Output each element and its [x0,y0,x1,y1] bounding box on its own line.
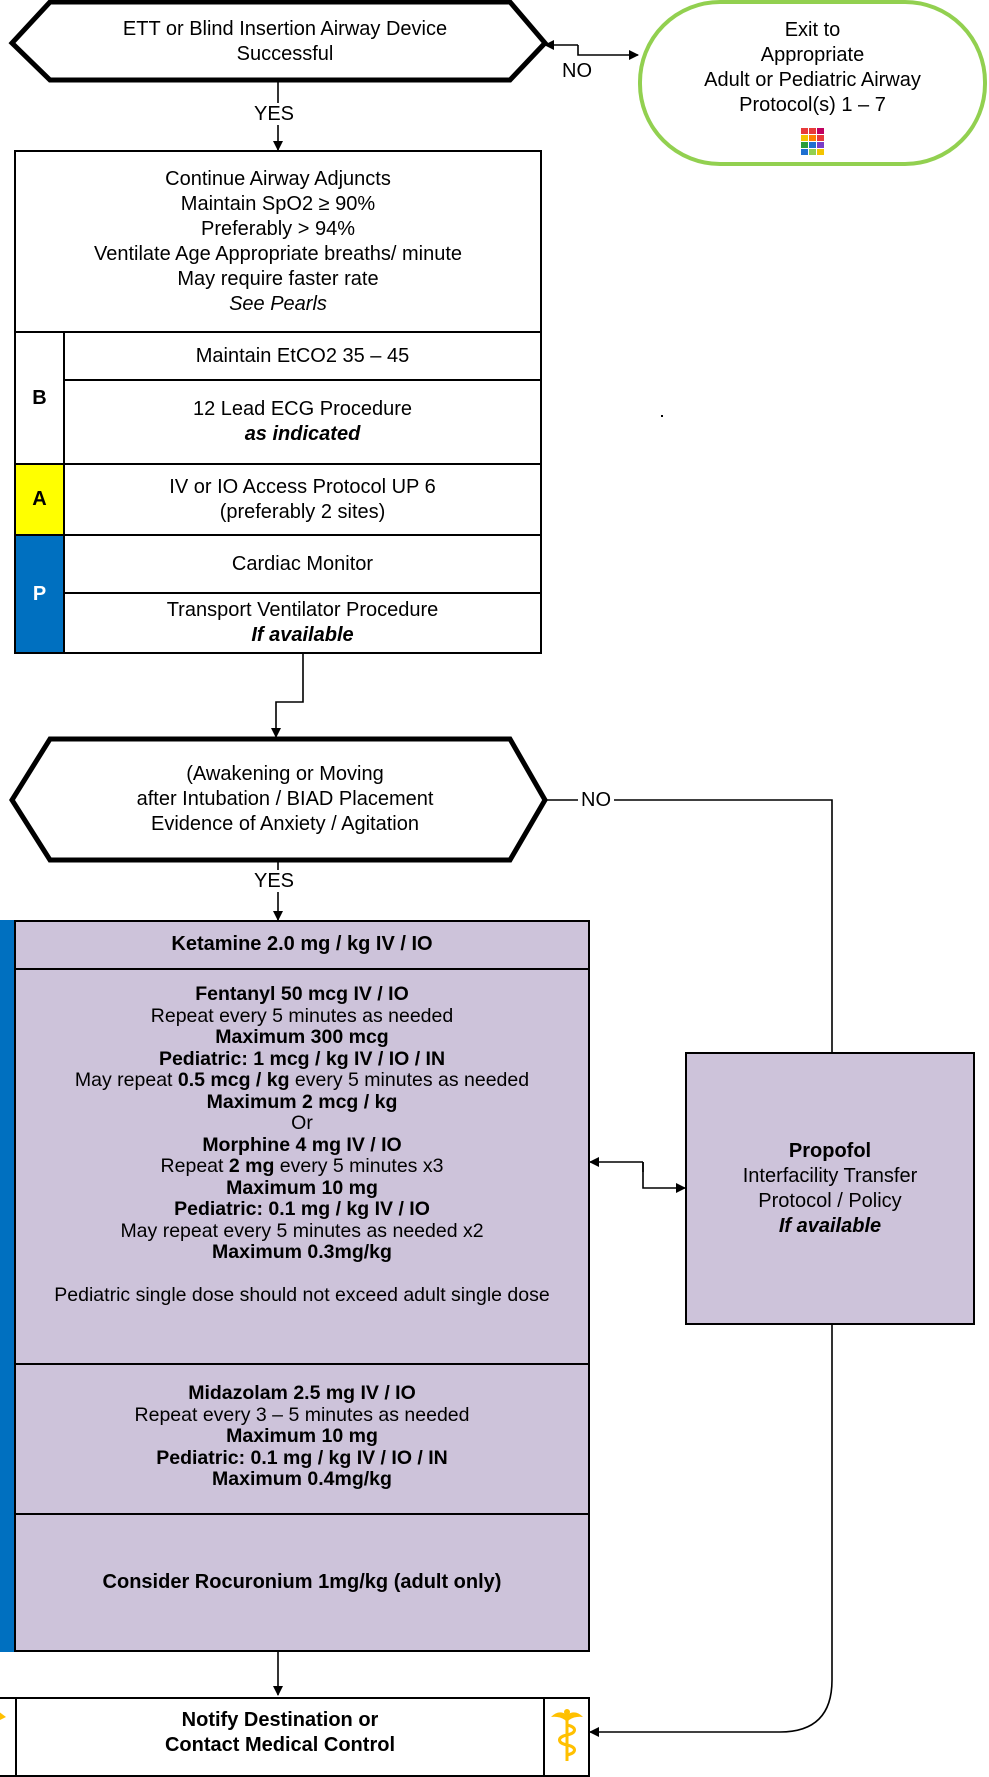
ketamine-step: Ketamine 2.0 mg / kg IV / IO [14,920,590,970]
morphine-l2c: every 5 minutes x3 [274,1155,444,1177]
vent-line1: Transport Ventilator Procedure [166,599,439,621]
ketamine-text: Ketamine 2.0 mg / kg IV / IO [171,933,433,956]
ventilator-step: Transport Ventilator Procedure If availa… [63,592,542,654]
decision2-shape [9,736,548,863]
no-label-2: NO [578,789,614,811]
fentanyl-l2: Repeat every 5 minutes as needed [150,1004,454,1027]
exit-line3: Adult or Pediatric Airway [704,69,921,91]
propofol-box: Propofol Interfacility Transfer Protocol… [685,1052,975,1325]
morphine-l2b: 2 mg [228,1155,275,1177]
cardiac-monitor-step: Cardiac Monitor [63,534,542,594]
notify-l1: Notify Destination or [181,1709,379,1731]
exit-line4: Protocol(s) 1 – 7 [739,94,886,116]
arrow-no-exit [577,45,639,60]
ecg-line2: as indicated [244,423,361,445]
midazolam-l4: Pediatric: 0.1 mg / kg IV / IO / IN [156,1446,448,1469]
continue-line3: Preferably > 94% [201,217,355,240]
yes-label-2: YES [254,870,295,892]
decision2-line2: after Intubation / BIAD Placement [136,787,434,810]
fentanyl-l5b: 0.5 mcg / kg [177,1069,290,1091]
monitor-text: Cardiac Monitor [231,552,374,575]
iv-line2: (preferably 2 sites) [219,500,386,523]
fentanyl-l7: Or [291,1112,313,1134]
arrow-to-propofol [642,1162,686,1193]
exit-shape [638,0,987,166]
fentanyl-l5c: every 5 minutes as needed [289,1069,530,1091]
decision2-line3: Evidence of Anxiety / Agitation [151,812,419,835]
vent-line2: If available [251,624,354,646]
continue-airway-box: Continue Airway Adjuncts Maintain SpO2 ≥… [14,150,542,333]
ecg-step: 12 Lead ECG Procedure as indicated [63,379,542,465]
continue-line4: Ventilate Age Appropriate breaths/ minut… [93,242,463,265]
morphine-l6: Maximum 0.3mg/kg [212,1241,392,1263]
midazolam-l5: Maximum 0.4mg/kg [212,1468,392,1490]
fentanyl-l5a: May repeat [74,1069,178,1091]
decision1-shape [8,0,549,83]
notify-l2: Contact Medical Control [164,1734,395,1756]
arrow-to-decision2 [271,654,304,738]
decision1-line1: ETT or Blind Insertion Airway Device [122,18,448,40]
morphine-l3: Maximum 10 mg [226,1176,378,1199]
no-label-1: NO [562,60,592,82]
exit-line2: Appropriate [760,44,865,66]
line-no-propofol [545,799,833,1052]
exit-text: Exit to Appropriate Adult or Pediatric A… [660,8,965,128]
fentanyl-l6: Maximum 2 mcg / kg [206,1090,398,1113]
fentanyl-l5: May repeat 0.5 mcg / kg every 5 minutes … [16,1069,588,1092]
propofol-l1: Propofol [788,1139,872,1162]
etco2-text: Maintain EtCO2 35 – 45 [195,344,410,367]
pediatric-dose-note: Pediatric single dose should not exceed … [54,1283,550,1306]
decision2-line1: (Awakening or Moving [186,762,384,785]
protocol-grid-icon [801,128,825,156]
etco2-step: Maintain EtCO2 35 – 45 [63,331,542,381]
propofol-l2: Interfacility Transfer [742,1164,918,1187]
caduceus-icon [551,1709,583,1761]
ecg-line1: 12 Lead ECG Procedure [192,398,413,420]
midazolam-l3: Maximum 10 mg [226,1425,378,1447]
continue-line1: Continue Airway Adjuncts [165,167,391,190]
midazolam-l2: Repeat every 3 – 5 minutes as needed [134,1403,470,1426]
fentanyl-l4: Pediatric: 1 mcg / kg IV / IO / IN [158,1047,446,1070]
decision2-text: (Awakening or Moving after Intubation / … [60,758,510,840]
morphine-l5: May repeat every 5 minutes as needed x2 [120,1219,484,1242]
iv-line1: IV or IO Access Protocol UP 6 [169,475,436,498]
yes-label-1: YES [254,103,295,125]
continue-line6: See Pearls [229,292,327,315]
fentanyl-l1: Fentanyl 50 mcg IV / IO [195,983,409,1005]
morphine-l2a: Repeat [160,1155,229,1177]
notify-box: Notify Destination or Contact Medical Co… [15,1697,545,1777]
midazolam-step: Midazolam 2.5 mg IV / IO Repeat every 3 … [14,1363,590,1515]
iv-access-step: IV or IO Access Protocol UP 6 (preferabl… [63,463,542,536]
fentanyl-l3: Maximum 300 mcg [215,1026,389,1048]
notify-right-icon-cell [543,1697,590,1777]
morphine-l1: Morphine 4 mg IV / IO [202,1133,402,1156]
rocuronium-step: Consider Rocuronium 1mg/kg (adult only) [14,1513,590,1652]
propofol-l3: Protocol / Policy [758,1189,902,1212]
level-p-badge: P [14,534,65,654]
decision1-text: ETT or Blind Insertion Airway Device Suc… [60,14,510,70]
level-b-badge: B [14,331,65,465]
stray-dot [661,415,663,417]
morphine-l4: Pediatric: 0.1 mg / kg IV / IO [174,1198,430,1220]
decision1-line2: Successful [236,43,334,65]
rocuronium-text: Consider Rocuronium 1mg/kg (adult only) [102,1571,502,1593]
paramedic-level-bar [0,920,14,1652]
propofol-l4: If available [778,1214,882,1237]
caduceus-icon-left [0,1712,6,1720]
level-a-badge: A [14,463,65,536]
continue-line2: Maintain SpO2 ≥ 90% [180,192,376,215]
arrow-propofol-to-notify [589,1325,833,1737]
exit-line1: Exit to [784,19,841,41]
continue-line5: May require faster rate [177,267,379,290]
fentanyl-morphine-step: Fentanyl 50 mcg IV / IO Repeat every 5 m… [14,968,590,1365]
midazolam-l1: Midazolam 2.5 mg IV / IO [188,1382,416,1404]
morphine-l2: Repeat 2 mg every 5 minutes x3 [16,1155,588,1178]
